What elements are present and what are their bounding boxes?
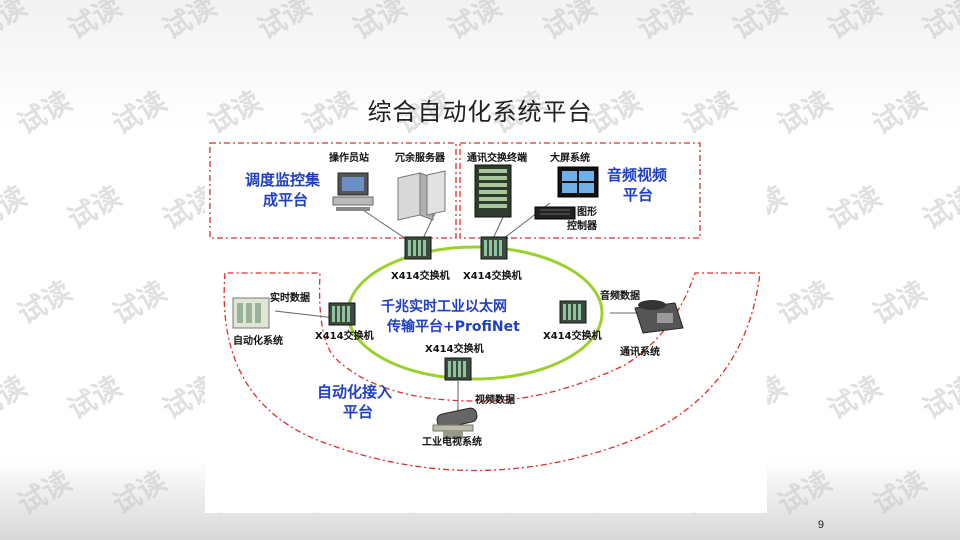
watermark-text: 试读 [0,0,32,46]
watermark-text: 试读 [772,274,837,331]
cctv-system-label: 工业电视系统 [422,435,482,448]
watermark-text: 试读 [157,0,222,46]
watermark-text: 试读 [822,0,887,46]
big-screen-icon [557,166,599,198]
watermark-text: 试读 [62,179,127,236]
graphics-controller-label-line1: 图形 [577,206,597,218]
switch-icon [404,236,432,260]
page-number: 9 [817,519,824,531]
comm-terminal-icon [474,164,512,218]
diagram-panel: 调度监控集 成平台 操作员站 冗余服务器 通讯交换终端 大屏系统 图形 控制器 … [205,133,767,513]
switch-label-right: X414交换机 [543,329,602,342]
switch-icon [328,302,356,326]
scada-group-box [209,142,457,239]
switch-icon [444,357,472,381]
video-data-label: 视频数据 [475,393,515,406]
watermark-text: 试读 [347,0,412,46]
watermark-text: 试读 [0,179,32,236]
ring-label-line1: 千兆实时工业以太网 [381,298,507,315]
system-diagram: 调度监控集 成平台 操作员站 冗余服务器 通讯交换终端 大屏系统 图形 控制器 … [209,142,761,472]
switch-icon [559,300,587,324]
camera-icon [432,407,478,439]
watermark-text: 试读 [917,369,960,426]
switch-label-top-right: X414交换机 [463,269,522,282]
watermark-text: 试读 [867,464,932,521]
telephone-icon [634,300,684,334]
watermark-text: 试读 [0,369,32,426]
watermark-text: 试读 [917,179,960,236]
background-map-band [0,0,960,130]
watermark-text: 试读 [12,274,77,331]
watermark-text: 试读 [727,0,792,46]
watermark-text: 试读 [917,0,960,46]
watermark-text: 试读 [107,464,172,521]
watermark-text: 试读 [252,0,317,46]
audio-data-label: 音频数据 [600,289,640,302]
graphics-controller-label-line2: 控制器 [567,219,598,232]
watermark-text: 试读 [107,274,172,331]
switch-label-bottom: X414交换机 [425,342,484,355]
automation-access-label-line2: 平台 [343,403,373,421]
switch-label-left: X414交换机 [315,329,374,342]
av-platform-label-line2: 平台 [623,186,653,204]
automation-access-label-line1: 自动化接入 [317,383,392,401]
operator-station-icon [332,172,374,211]
server-icon [397,170,446,221]
redundant-server-label: 冗余服务器 [395,151,446,164]
realtime-data-label: 实时数据 [270,291,310,304]
comm-system-label: 通讯系统 [620,345,660,358]
watermark-text: 试读 [12,464,77,521]
watermark-text: 试读 [822,179,887,236]
watermark-text: 试读 [867,274,932,331]
watermark-text: 试读 [822,369,887,426]
big-screen-label: 大屏系统 [550,151,590,164]
scada-platform-label-line2: 成平台 [263,191,308,209]
watermark-text: 试读 [537,0,602,46]
scada-platform-label-line1: 调度监控集 [245,171,321,189]
watermark-text: 试读 [442,0,507,46]
watermark-text: 试读 [772,464,837,521]
switch-icon [480,236,508,260]
ring-label-line2: 传输平台+ProfiNet [386,318,520,335]
plc-icon [232,297,270,329]
graphics-controller-icon [534,206,576,220]
automation-access-arc [223,272,761,472]
switch-label-top-left: X414交换机 [391,269,450,282]
automation-system-label: 自动化系统 [233,334,283,347]
watermark-text: 试读 [62,0,127,46]
operator-station-label: 操作员站 [329,151,369,164]
slide-title: 综合自动化系统平台 [367,98,593,126]
watermark-text: 试读 [62,369,127,426]
av-platform-label-line1: 音频视频 [607,166,667,184]
watermark-text: 试读 [632,0,697,46]
comm-terminal-label: 通讯交换终端 [467,151,527,164]
